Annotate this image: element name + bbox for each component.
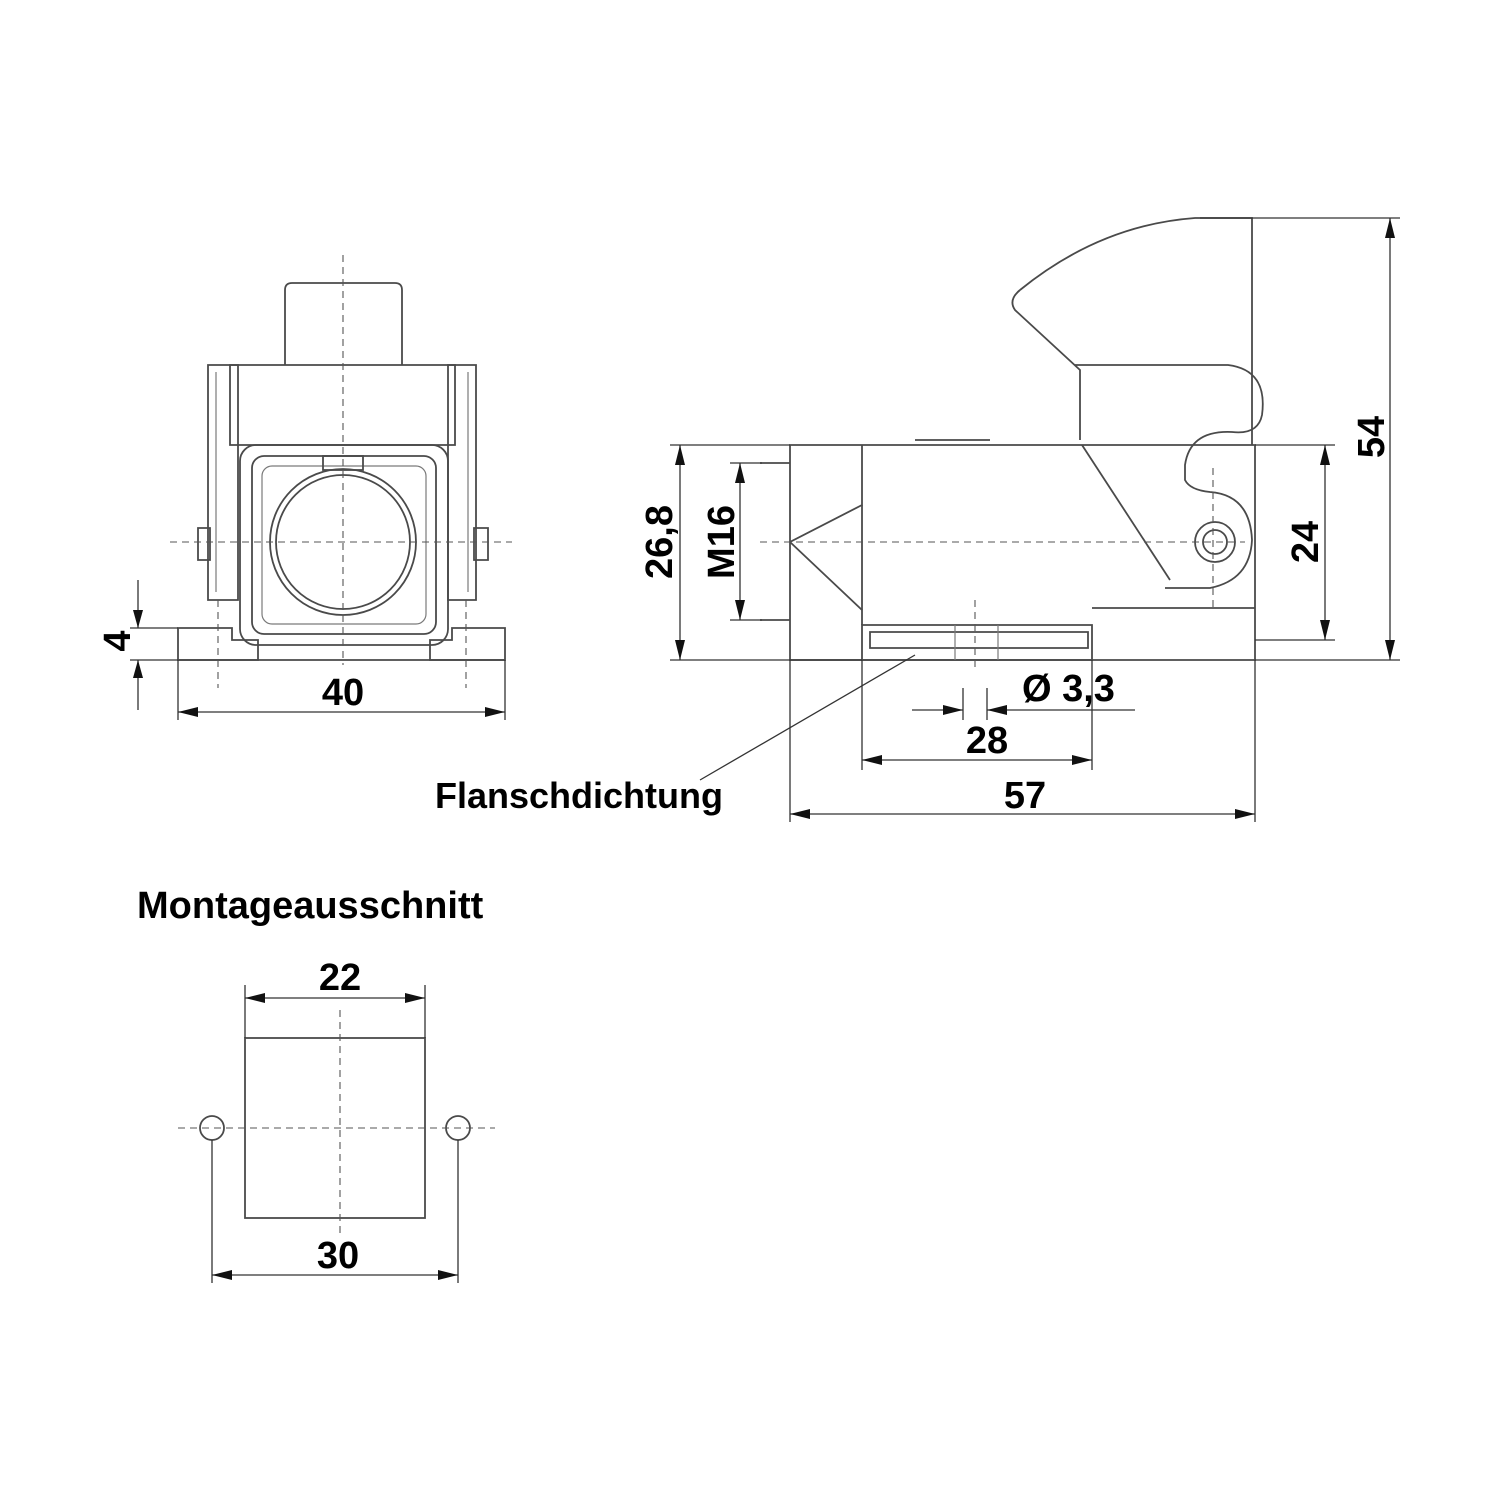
dim-flange-thickness: 4	[97, 630, 139, 651]
side-lever-tip	[1011, 289, 1081, 440]
side-view: 26,8 M16 24 54 Ø 3,3 28 57 Flanschdichtu…	[435, 217, 1400, 822]
dim-side-height: 26,8	[639, 505, 681, 579]
dim-cutout-hole-spacing: 30	[317, 1235, 359, 1277]
dim-hole-spacing: 28	[966, 720, 1008, 762]
front-view: 4 40	[97, 255, 512, 720]
front-right-latch	[447, 364, 477, 601]
front-flange-left	[177, 627, 259, 661]
dim-inner-height: 24	[1285, 521, 1327, 563]
front-key-tab	[322, 455, 364, 471]
label-flange-seal: Flanschdichtung	[435, 775, 723, 816]
flange-seal-leader	[699, 654, 916, 781]
side-lever-arc	[1019, 217, 1253, 445]
side-cone	[788, 445, 863, 625]
side-pivot-inner	[1202, 529, 1228, 555]
front-frame-outer	[239, 444, 449, 646]
front-frame-inner	[251, 455, 437, 635]
dim-total-length: 57	[1004, 775, 1046, 817]
dim-front-width: 40	[322, 672, 364, 714]
mounting-cutout: Montageausschnitt 22 30	[137, 885, 495, 1283]
cutout-title: Montageausschnitt	[137, 885, 484, 927]
front-housing-upper	[229, 364, 456, 446]
dim-hole-diameter: Ø 3,3	[1022, 668, 1115, 710]
front-flange-right	[429, 627, 506, 661]
front-right-pin	[473, 527, 489, 561]
front-left-latch	[207, 364, 239, 601]
side-lever-body	[1075, 364, 1264, 589]
side-flange-gasket	[861, 624, 1093, 661]
dim-thread: M16	[701, 505, 743, 579]
front-left-pin	[197, 527, 211, 561]
dim-total-height: 54	[1351, 416, 1393, 458]
dim-cutout-width: 22	[319, 957, 361, 999]
